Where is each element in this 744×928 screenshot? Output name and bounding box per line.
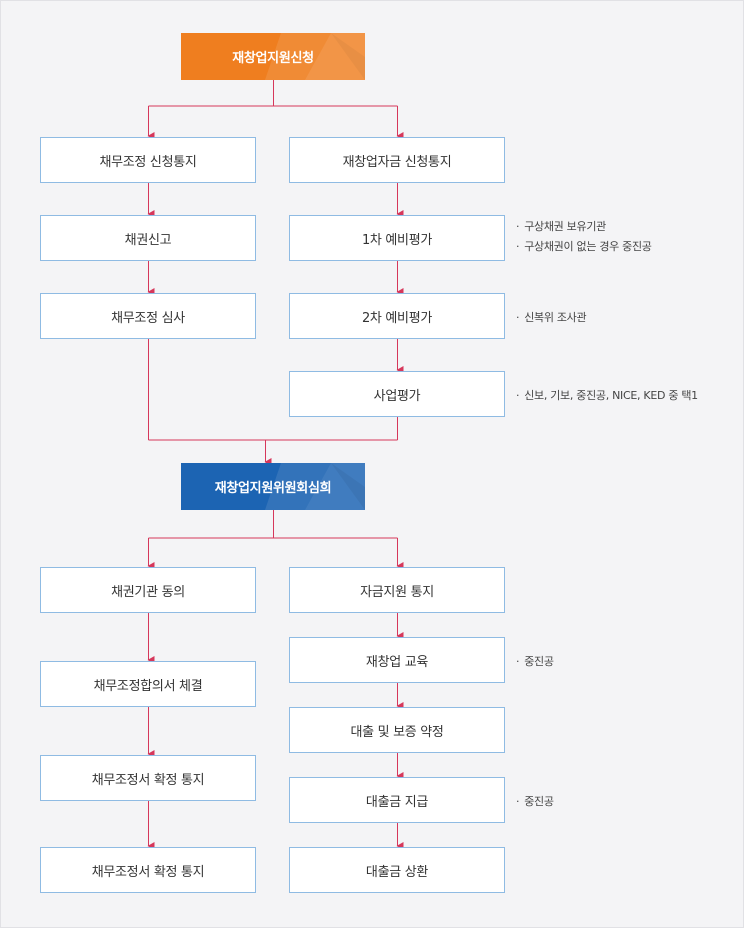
header-apply: 재창업지원신청 bbox=[181, 33, 365, 80]
step-business-eval: 사업평가 bbox=[289, 371, 505, 417]
header-apply-label: 재창업지원신청 bbox=[232, 51, 314, 66]
bullet: · bbox=[516, 795, 520, 808]
bullet: · bbox=[516, 220, 520, 233]
step-agreement-signing: 채무조정합의서 체결 bbox=[40, 661, 256, 707]
note-business-eval: · 신보, 기보, 중진공, NICE, KED 중 택1 bbox=[516, 387, 698, 403]
header-facet-decoration bbox=[265, 463, 365, 510]
note-text: 구상채권이 없는 경우 중진공 bbox=[524, 240, 652, 253]
step-confirm-notice-2: 채무조정서 확정 통지 bbox=[40, 847, 256, 893]
bullet: · bbox=[516, 655, 520, 668]
bullet: · bbox=[516, 240, 520, 253]
step-debt-adjust-request: 채무조정 신청통지 bbox=[40, 137, 256, 183]
bullet: · bbox=[516, 311, 520, 324]
note-text: 중진공 bbox=[524, 795, 554, 808]
step-loan-agreement: 대출 및 보증 약정 bbox=[289, 707, 505, 753]
note-text: 구상채권 보유기관 bbox=[524, 220, 606, 233]
header-committee-label: 재창업지원위원회심희 bbox=[214, 481, 332, 496]
note-prelim1-a: · 구상채권 보유기관 bbox=[516, 218, 606, 234]
note-text: 신복위 조사관 bbox=[524, 311, 587, 324]
note-education: · 중진공 bbox=[516, 653, 554, 669]
step-education: 재창업 교육 bbox=[289, 637, 505, 683]
step-prelim-eval-1: 1차 예비평가 bbox=[289, 215, 505, 261]
header-facet-decoration bbox=[265, 33, 365, 80]
note-text: 신보, 기보, 중진공, NICE, KED 중 택1 bbox=[524, 389, 698, 402]
step-claim-report: 채권신고 bbox=[40, 215, 256, 261]
step-loan-payment: 대출금 지급 bbox=[289, 777, 505, 823]
step-fund-notice: 자금지원 통지 bbox=[289, 567, 505, 613]
note-text: 중진공 bbox=[524, 655, 554, 668]
step-debt-adjust-review: 채무조정 심사 bbox=[40, 293, 256, 339]
header-committee: 재창업지원위원회심희 bbox=[181, 463, 365, 510]
step-fund-request: 재창업자금 신청통지 bbox=[289, 137, 505, 183]
note-prelim2: · 신복위 조사관 bbox=[516, 309, 587, 325]
step-prelim-eval-2: 2차 예비평가 bbox=[289, 293, 505, 339]
step-repayment: 대출금 상환 bbox=[289, 847, 505, 893]
note-loan-payment: · 중진공 bbox=[516, 793, 554, 809]
note-prelim1-b: · 구상채권이 없는 경우 중진공 bbox=[516, 238, 652, 254]
step-creditor-consent: 채권기관 동의 bbox=[40, 567, 256, 613]
bullet: · bbox=[516, 389, 520, 402]
step-confirm-notice-1: 채무조정서 확정 통지 bbox=[40, 755, 256, 801]
